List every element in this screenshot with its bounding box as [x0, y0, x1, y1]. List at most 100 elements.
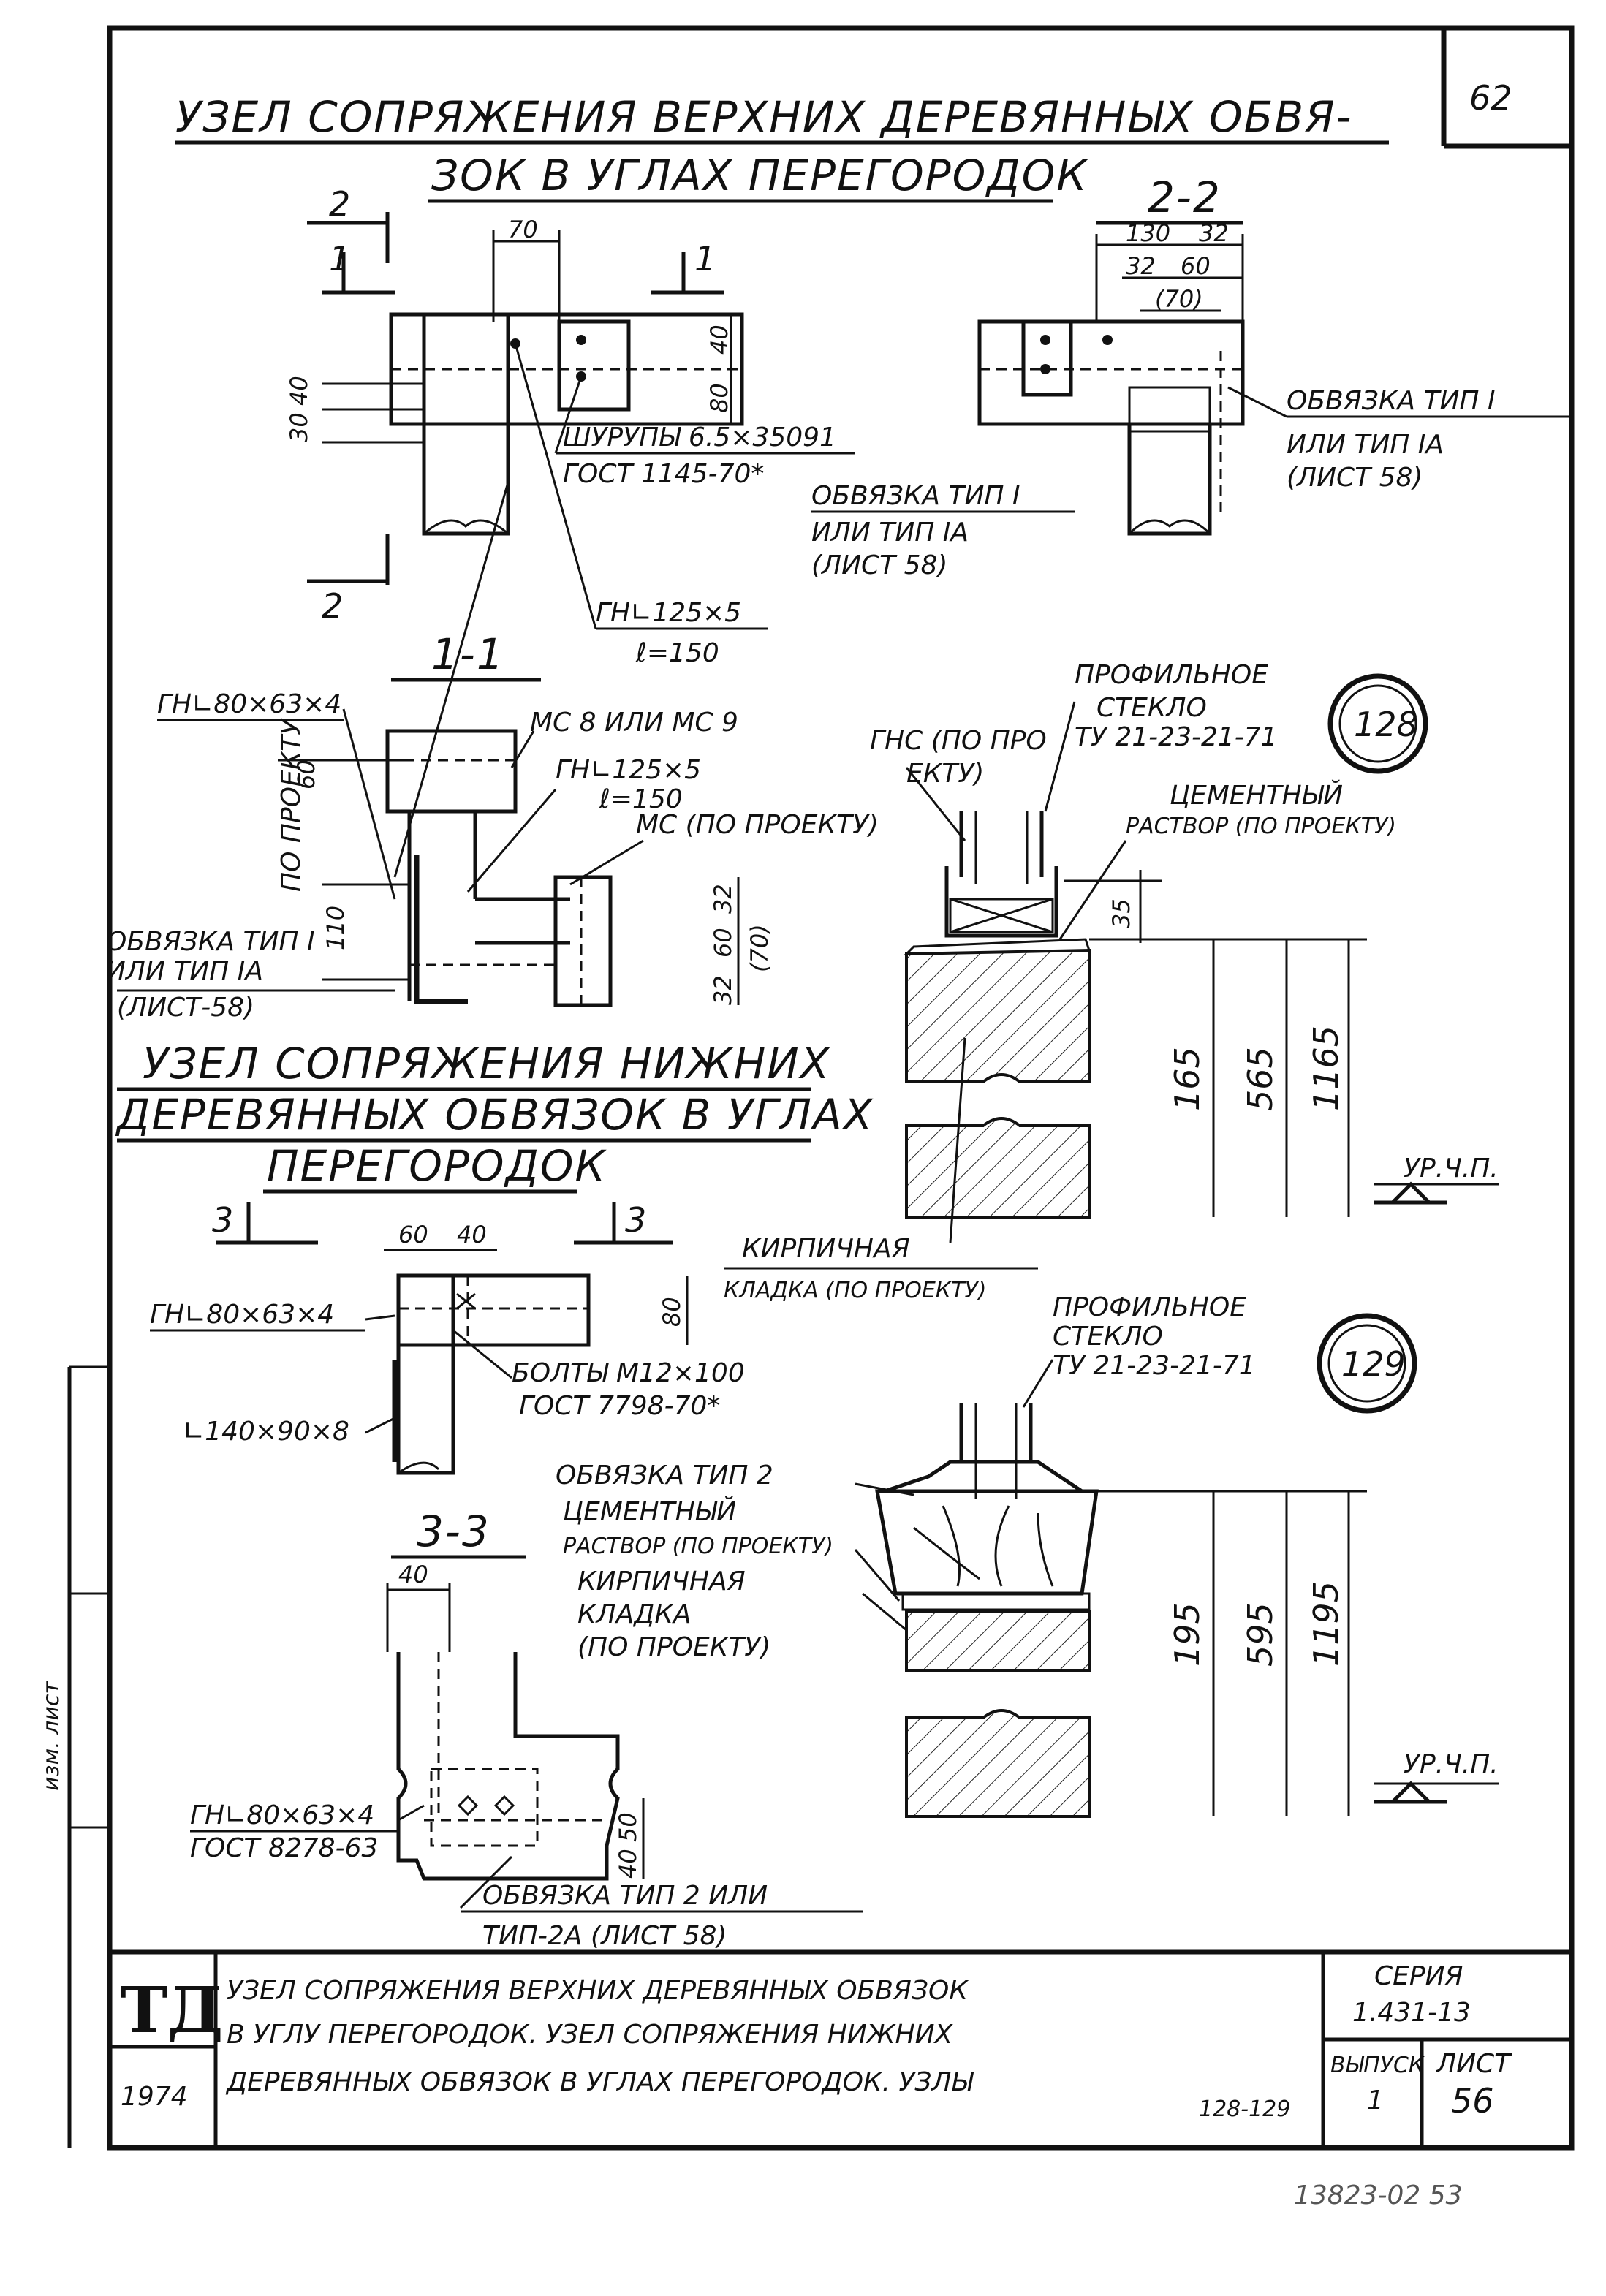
dim-195: 195: [1167, 1602, 1207, 1667]
cut-label-3-right: 3: [625, 1200, 646, 1240]
section-1-1: 1-1 60 110 ПО ПРОЕКТУ 32 60 32 (70): [276, 629, 773, 1007]
label-strap-a-2: ИЛИ ТИП IА: [811, 518, 969, 548]
label-strap-a-1: ОБВЯЗКА ТИП I: [811, 481, 1020, 511]
label-channel-mc: МС 8 ИЛИ МС 9: [530, 708, 738, 738]
label-brick2-2: КЛАДКА: [577, 1599, 692, 1629]
label-strap-c-3: (ЛИСТ-58): [117, 993, 254, 1023]
series-label: СЕРИЯ: [1374, 1961, 1463, 1991]
dim-40-right: 40: [705, 325, 733, 355]
label-strap-b-3: (ЛИСТ 58): [1287, 463, 1423, 493]
dim-32-c: 32: [709, 884, 737, 914]
dim-130: 130: [1126, 219, 1170, 247]
archive-stamp: 13823-02 53: [1294, 2181, 1463, 2210]
label-strap-c-1: ОБВЯЗКА ТИП I: [106, 927, 315, 957]
dim-110: 110: [322, 906, 349, 950]
label-po-proektu: ПО ПРОЕКТУ: [276, 718, 306, 892]
section-3-3: 3-3 40 40 50: [386, 1507, 645, 1909]
label-strap3-2: ТИП-2А (ЛИСТ 58): [482, 1921, 727, 1951]
node-128-detail: 128 35 165 565 1165: [904, 673, 1499, 1243]
dim-595: 595: [1241, 1602, 1280, 1667]
label-angle-125-2: ℓ=150: [635, 638, 719, 668]
label-brick2-1: КИРПИЧНАЯ: [577, 1566, 746, 1596]
series-value: 1.431-13: [1352, 1998, 1471, 2028]
label-brick-1: КИРПИЧНАЯ: [742, 1234, 910, 1264]
label-angle-125-1: ГН∟125×5: [596, 598, 741, 628]
label-screws-2: ГОСТ 1145-70*: [563, 459, 764, 489]
title-block-desc-1: УЗЕЛ СОПРЯЖЕНИЯ ВЕРХНИХ ДЕРЕВЯННЫХ ОБВЯЗ…: [227, 1976, 969, 2006]
label-strap-c-2: ИЛИ ТИП IА: [106, 956, 263, 986]
label-angle-80-low: ГН∟80×63×4: [150, 1300, 334, 1330]
dim-40-l: 40: [457, 1221, 487, 1249]
dim-32-d: 32: [709, 975, 737, 1005]
label-glass-2: СТЕКЛО: [1096, 693, 1207, 723]
label-brick2-3: (ПО ПРОЕКТУ): [577, 1632, 770, 1662]
plan-upper-left: 2 2 1 1 70 40 80 40 30: [285, 184, 855, 878]
dim-80-right: 80: [705, 383, 733, 413]
title-lower-1: УЗЕЛ СОПРЯЖЕНИЯ НИЖНИХ: [143, 1039, 830, 1088]
label-strap-b-1: ОБВЯЗКА ТИП I: [1287, 386, 1496, 416]
cut-label-2-bottom: 2: [322, 586, 343, 626]
node-129-detail: 129 195 595 1195: [854, 1313, 1499, 1818]
label-floor-level-2: УР.Ч.П.: [1404, 1749, 1499, 1779]
margin-note: изм. лист: [39, 1681, 64, 1791]
label-strap2: ОБВЯЗКА ТИП 2: [556, 1460, 773, 1490]
title-block-desc-4: 128-129: [1199, 2096, 1290, 2122]
dim-30-left: 30: [285, 412, 313, 442]
sheet-value: 56: [1451, 2081, 1494, 2121]
label-angle-80-33-2: ГОСТ 8278-63: [190, 1833, 378, 1863]
dim-70-top: 70: [508, 216, 538, 243]
cut-label-2-top: 2: [329, 184, 350, 224]
cut-label-1-left: 1: [329, 239, 350, 279]
label-cement-2: РАСТВОР (ПО ПРОЕКТУ): [1126, 814, 1396, 839]
title-lower-3: ПЕРЕГОРОДОК: [267, 1141, 607, 1191]
section-1-1-title: 1-1: [431, 629, 505, 679]
node-129-callout: 129: [1341, 1344, 1406, 1384]
dim-32-b: 32: [1126, 252, 1156, 280]
dim-70-c: (70): [746, 924, 773, 972]
label-angle-125-b1: ГН∟125×5: [556, 755, 701, 785]
org-logo: ТД: [121, 1974, 223, 2047]
cut-label-1-right: 1: [694, 239, 716, 279]
label-brick-2: КЛАДКА (ПО ПРОЕКТУ): [724, 1278, 986, 1303]
dim-40-33b: 40: [614, 1849, 642, 1879]
label-strap-b-2: ИЛИ ТИП IА: [1287, 430, 1444, 460]
title-block: ТД 1974 УЗЕЛ СОПРЯЖЕНИЯ ВЕРХНИХ ДЕРЕВЯНН…: [121, 1961, 1512, 2122]
label-strap-a-3: (ЛИСТ 58): [811, 550, 947, 580]
label-cement2-1: ЦЕМЕНТНЫЙ: [563, 1496, 736, 1527]
label-cement-1: ЦЕМЕНТНЫЙ: [1170, 780, 1343, 811]
issue-label: ВЫПУСК: [1330, 2053, 1425, 2078]
title-block-year: 1974: [121, 2082, 188, 2112]
section-2-2-title: 2-2: [1148, 173, 1221, 222]
label-glass2-2: СТЕКЛО: [1053, 1322, 1163, 1352]
label-angle-80-33-1: ГН∟80×63×4: [190, 1800, 374, 1830]
label-screws-1: ШУРУПЫ 6.5×35091: [563, 423, 836, 452]
label-glass2-3: ТУ 21-23-21-71: [1053, 1351, 1256, 1381]
title-upper: УЗЕЛ СОПРЯЖЕНИЯ ВЕРХНИХ ДЕРЕВЯННЫХ ОБВЯ-: [175, 92, 1352, 142]
dim-35: 35: [1107, 898, 1135, 928]
dim-1195: 1195: [1306, 1581, 1346, 1667]
dim-70-paren: (70): [1155, 285, 1203, 313]
cut-label-3-left: 3: [212, 1200, 233, 1240]
plan-lower-left: 3 3 60 40 80: [212, 1200, 689, 1475]
label-ghs-1: ГНС (ПО ПРО: [870, 726, 1047, 756]
title-block-desc-3: ДЕРЕВЯННЫХ ОБВЯЗОК В УГЛАХ ПЕРЕГОРОДОК. …: [225, 2067, 974, 2097]
label-bolts-2: ГОСТ 7798-70*: [519, 1391, 720, 1421]
dim-565: 565: [1241, 1047, 1280, 1111]
sheet-number: 62: [1469, 78, 1512, 118]
dim-60: 60: [1181, 252, 1211, 280]
dim-50-33: 50: [614, 1812, 642, 1842]
title-lower-2: ДЕРЕВЯННЫХ ОБВЯЗОК В УГЛАХ: [115, 1090, 874, 1140]
label-strap3-1: ОБВЯЗКА ТИП 2 ИЛИ: [482, 1881, 768, 1911]
dim-60-1: 60: [292, 759, 320, 789]
section-3-3-title: 3-3: [417, 1507, 490, 1556]
issue-value: 1: [1367, 2085, 1384, 2115]
dim-165: 165: [1167, 1047, 1207, 1111]
label-floor-level-1: УР.Ч.П.: [1404, 1153, 1499, 1183]
label-angle-140: ∟140×90×8: [183, 1417, 349, 1447]
dim-60-c: 60: [709, 928, 737, 958]
title-block-desc-2: В УГЛУ ПЕРЕГОРОДОК. УЗЕЛ СОПРЯЖЕНИЯ НИЖН…: [227, 2020, 954, 2050]
sheet-label: ЛИСТ: [1435, 2049, 1512, 2079]
label-cement2-2: РАСТВОР (ПО ПРОЕКТУ): [563, 1534, 833, 1559]
